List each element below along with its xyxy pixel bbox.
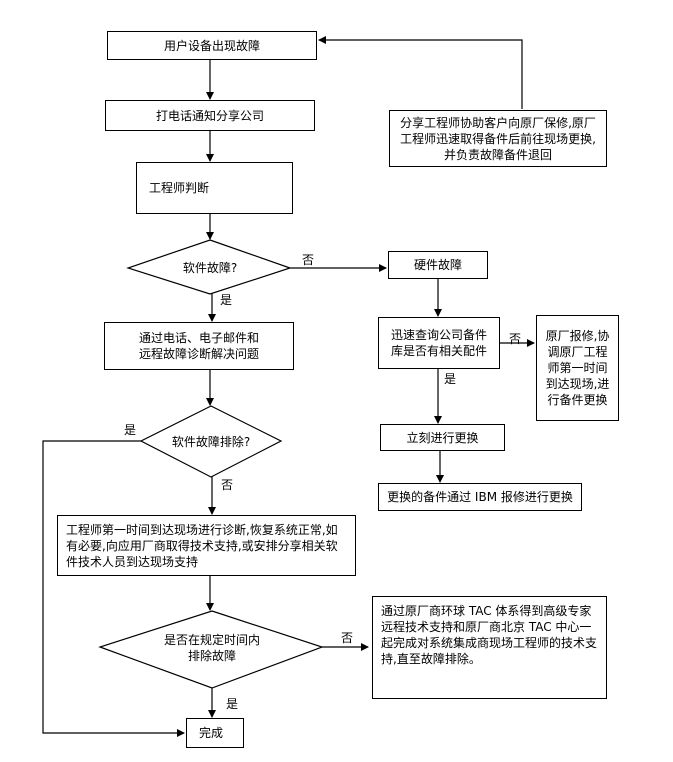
diamond-software-fault [126, 239, 292, 295]
label-time-no: 否 [341, 631, 354, 645]
node-check-parts: 迅速查询公司备件库是否有相关配件 [378, 317, 500, 369]
node-remote-diag: 通过电话、电子邮件和远程故障诊断解决问题 [104, 322, 294, 370]
node-ibm-return: 更换的备件通过 IBM 报修进行更换 [378, 483, 582, 511]
label-time-yes: 是 [226, 697, 239, 711]
decision-time-text: 是否在规定时间内排除故障 [163, 633, 260, 663]
label-resolved-no: 否 [221, 478, 234, 492]
diamond-resolved [139, 405, 283, 478]
label-check-no: 否 [509, 332, 522, 346]
label-resolved-yes: 是 [124, 423, 137, 437]
diamond-time [98, 610, 324, 689]
arrow-resolved-yes [42, 440, 185, 737]
node-start: 用户设备出现故障 [107, 31, 317, 60]
arrow-share-to-start [318, 36, 523, 109]
label-check-yes: 是 [444, 372, 457, 386]
node-tac-support: 通过原厂商环球 TAC 体系得到高级专家远程技术支持和原厂商北京 TAC 中心一… [372, 596, 607, 699]
node-done: 完成 [186, 718, 244, 748]
label-software-yes: 是 [220, 293, 233, 307]
node-call: 打电话通知分享公司 [105, 100, 315, 131]
node-vendor-repair: 原厂报修,协调原厂工程师第一时间到达现场,进行备件更换 [536, 315, 619, 421]
node-replace-now: 立刻进行更换 [380, 424, 505, 451]
decision-software-fault-text: 软件故障? [182, 261, 238, 275]
node-judge: 工程师判断 [136, 162, 293, 214]
label-software-no: 否 [302, 253, 315, 267]
decision-resolved-text: 软件故障排除? [171, 435, 251, 449]
node-onsite-diag: 工程师第一时间到达现场进行诊断,恢复系统正常,如有必要,向应用厂商取得技术支持,… [57, 515, 356, 576]
node-hardware-fault: 硬件故障 [388, 251, 488, 279]
node-share-eng: 分享工程师协助客户向原厂保修,原厂工程师迅速取得备件后前往现场更换,并负责故障备… [389, 110, 607, 167]
